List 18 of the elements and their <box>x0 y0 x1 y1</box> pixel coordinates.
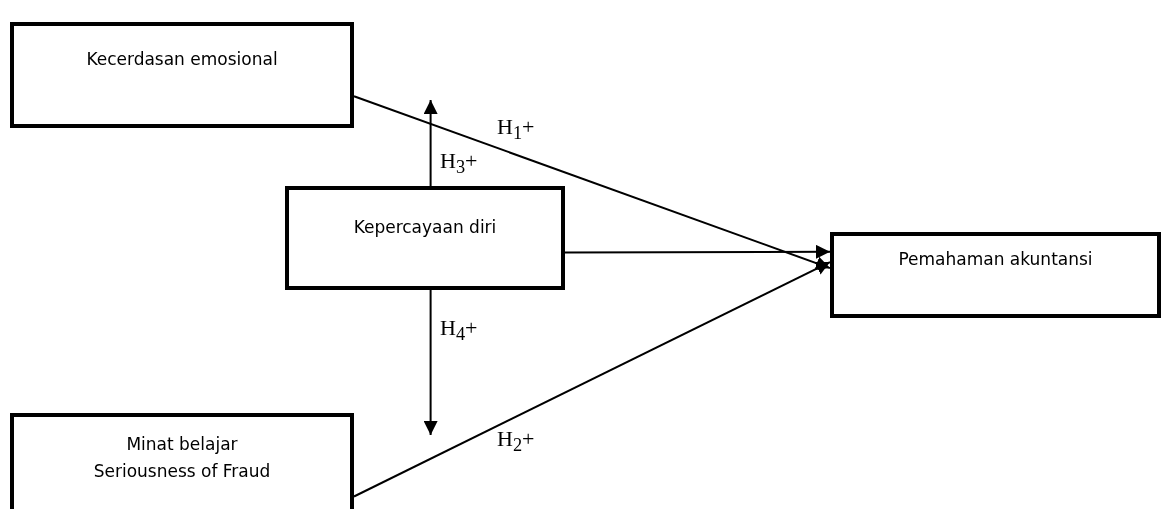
arrow <box>353 95 831 270</box>
arrow <box>423 289 438 436</box>
box-label: Kepercayaan diri <box>353 216 497 239</box>
box-label: Minat belajar <box>126 433 238 456</box>
arrow <box>564 244 831 259</box>
edge-label: H$_{3}$+ <box>440 150 478 177</box>
box-label: Seriousness of Fraud <box>93 460 271 484</box>
edge-label: H$_{2}$+ <box>497 428 535 455</box>
variable-box <box>830 232 1161 318</box>
variable-box <box>10 413 354 509</box>
variable-box <box>10 22 354 128</box>
variable-box <box>285 186 565 290</box>
edge-label: H$_{4}$+ <box>440 317 478 344</box>
box-label: Pemahaman akuntansi <box>898 248 1093 271</box>
arrow <box>423 99 438 187</box>
box-label: Kecerdasan emosional <box>86 48 278 71</box>
edge-label: H$_{1}$+ <box>497 116 535 143</box>
arrow <box>353 261 831 498</box>
